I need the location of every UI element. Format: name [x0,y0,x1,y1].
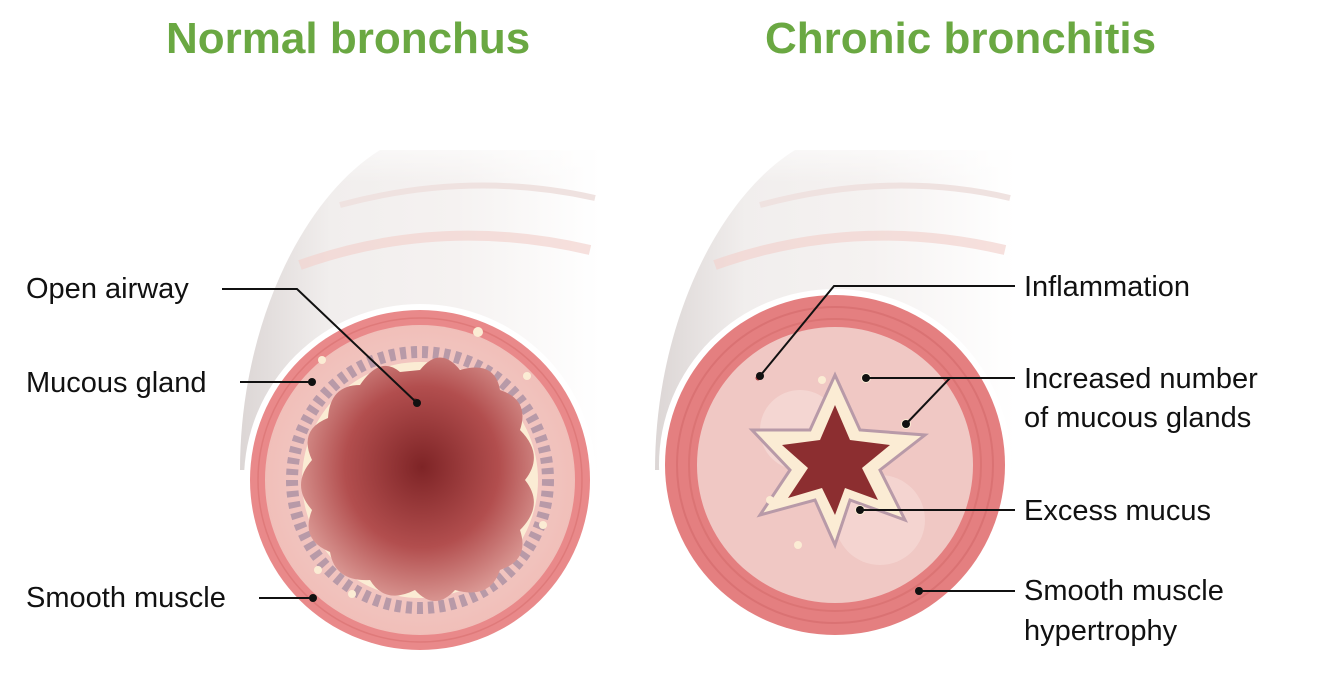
leader-lines [222,285,1015,602]
label-inflammation: Inflammation [1024,271,1190,303]
open-airway-leader [222,288,418,404]
open-airway-lumen [301,357,534,601]
label-increased-glands-1: Increased number [1024,363,1258,395]
label-hypertrophy-2: hypertrophy [1024,615,1178,647]
chronic-bronchitis-illustration [645,120,1025,641]
label-increased-glands-2: of mucous glands [1024,402,1251,434]
normal-bronchus-title: Normal bronchus [166,14,531,63]
normal-bronchus-illustration [230,120,610,656]
label-excess-mucus: Excess mucus [1024,495,1211,527]
label-hypertrophy-1: Smooth muscle [1024,575,1224,607]
label-open-airway: Open airway [26,273,189,305]
mucous-gland-layer [286,346,554,614]
inflammation-leader [759,285,1015,377]
label-smooth-muscle: Smooth muscle [26,582,226,614]
increased-glands-leader-2 [905,377,951,425]
narrowed-lumen [782,405,890,515]
chronic-bronchitis-title: Chronic bronchitis [765,14,1157,63]
label-mucous-gland: Mucous gland [26,367,207,399]
